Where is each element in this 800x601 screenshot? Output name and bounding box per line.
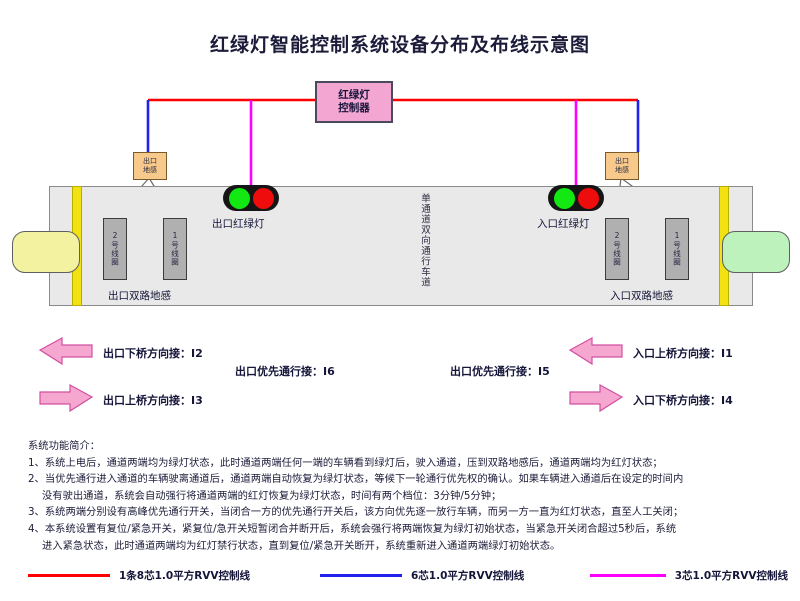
cable-legend: 1条8芯1.0平方RVV控制线 6芯1.0平方RVV控制线 3芯1.0平方RVV…	[28, 568, 788, 583]
induction-coil-exit-2: 2号线圈	[103, 218, 127, 280]
traffic-light-controller[interactable]: 红绿灯 控制器	[315, 81, 393, 123]
traffic-light-exit-label: 出口红绿灯	[212, 218, 265, 230]
description-heading: 系统功能简介：	[28, 440, 101, 452]
induction-coil-entry-2: 2号线圈	[605, 218, 629, 280]
induction-coil-exit-2-label: 2号线圈	[110, 231, 120, 267]
arrow-i1-icon	[568, 336, 623, 366]
arrow-i2-icon	[38, 336, 93, 366]
loop-sensor-box-left[interactable]: 出口 地感	[133, 152, 167, 180]
traffic-light-entry-label: 入口红绿灯	[537, 218, 590, 230]
legend-label-blue: 6芯1.0平方RVV控制线	[411, 570, 525, 582]
lane-description-label: 单通道双向通行车道	[419, 193, 430, 288]
arrow-i4-icon	[569, 383, 624, 413]
induction-coil-entry-1: 1号线圈	[665, 218, 689, 280]
description-line-4-cont: 进入紧急状态，此时通道两端均为红灯禁行状态，直到复位/紧急开关断开，系统重新进入…	[42, 539, 561, 552]
induction-coil-entry-2-label: 2号线圈	[612, 231, 622, 267]
vehicle-left	[12, 231, 80, 273]
description-line-2: 2、当优先通行进入通道的车辆驶离通道后，通道两端自动恢复为绿灯状态，等候下一轮通…	[28, 473, 684, 486]
description-line-3: 3、系统两端分别设有高峰优先通行开关，当闭合一方的优先通行开关后，该方向优先逐一…	[28, 506, 684, 519]
entry-dual-loop-label: 入口双路地感	[610, 290, 673, 302]
controller-label-line2: 控制器	[338, 102, 370, 114]
green-lamp-icon	[553, 187, 575, 209]
legend-swatch-red	[28, 574, 110, 577]
legend-item-magenta: 3芯1.0平方RVV控制线	[590, 568, 788, 583]
red-lamp-icon	[252, 187, 274, 209]
arrow-label-i4: 入口下桥方向接：I4	[633, 394, 733, 407]
arrow-i3-icon	[39, 383, 94, 413]
arrow-label-i1: 入口上桥方向接：I1	[633, 347, 733, 360]
controller-label-line1: 红绿灯	[338, 89, 370, 101]
legend-label-magenta: 3芯1.0平方RVV控制线	[674, 570, 788, 582]
loop-sensor-right-line1: 出口	[615, 157, 629, 165]
legend-swatch-blue	[320, 574, 402, 577]
legend-label-red: 1条8芯1.0平方RVV控制线	[119, 570, 251, 582]
exit-dual-loop-label: 出口双路地感	[108, 290, 171, 302]
legend-swatch-magenta	[590, 574, 666, 577]
arrow-label-i2: 出口下桥方向接：I2	[103, 347, 203, 360]
loop-sensor-right-line2: 地感	[615, 166, 629, 174]
description-line-2-cont: 没有驶出通道，系统会自动强行将通道两端的红灯恢复为绿灯状态，时间有两个档位：3分…	[42, 489, 502, 502]
loop-sensor-left-line2: 地感	[143, 166, 157, 174]
system-function-description: 系统功能简介： 1、系统上电后，通道两端均为绿灯状态，此时通道两端任何一端的车辆…	[28, 438, 784, 554]
legend-item-blue: 6芯1.0平方RVV控制线	[320, 568, 590, 583]
induction-coil-entry-1-label: 1号线圈	[672, 231, 682, 267]
traffic-light-entry[interactable]	[548, 185, 604, 211]
vehicle-right	[722, 231, 790, 273]
page-title: 红绿灯智能控制系统设备分布及布线示意图	[209, 34, 590, 56]
legend-item-red: 1条8芯1.0平方RVV控制线	[28, 568, 320, 583]
induction-coil-exit-1-label: 1号线圈	[170, 231, 180, 267]
description-line-1: 1、系统上电后，通道两端均为绿灯状态，此时通道两端任何一端的车辆看到绿灯后，驶入…	[28, 456, 663, 469]
red-lamp-icon	[577, 187, 599, 209]
arrow-label-i3: 出口上桥方向接：I3	[103, 394, 203, 407]
description-line-4: 4、本系统设置有复位/紧急开关，紧复位/急开关短暂闭合并断开后，系统会强行将两端…	[28, 522, 677, 535]
arrow-label-i6: 出口优先通行接：I6	[235, 365, 335, 378]
induction-coil-exit-1: 1号线圈	[163, 218, 187, 280]
loop-sensor-box-right[interactable]: 出口 地感	[605, 152, 639, 180]
arrow-label-i5: 出口优先通行接：I5	[450, 365, 550, 378]
green-lamp-icon	[228, 187, 250, 209]
loop-sensor-left-line1: 出口	[143, 157, 157, 165]
traffic-light-exit[interactable]	[223, 185, 279, 211]
